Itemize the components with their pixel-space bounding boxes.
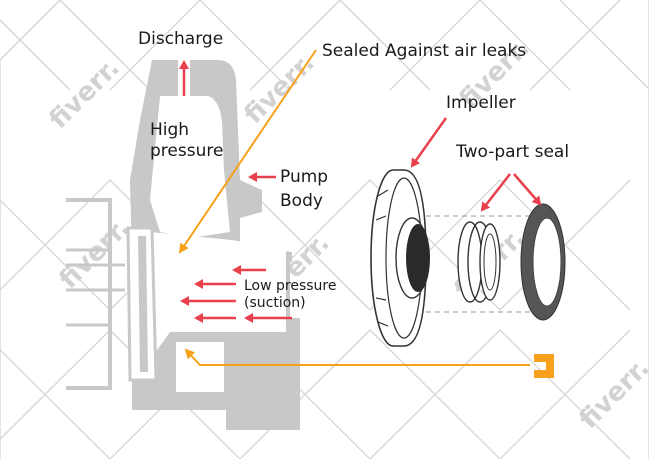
sealed-label: Sealed Against air leaks — [322, 41, 527, 61]
watermark-logo: fiverr. — [44, 53, 126, 135]
low-pressure-label-line2: (suction) — [244, 295, 306, 311]
watermark-logo: fiverr. — [574, 353, 649, 435]
projection-lines — [426, 215, 546, 313]
impeller-label: Impeller — [446, 93, 516, 113]
ring-seal — [520, 203, 566, 321]
spring-seal — [457, 221, 501, 303]
seal-arrow-spring — [480, 173, 511, 212]
high-pressure-label-line1: High — [150, 120, 190, 140]
low-pressure-label-line1: Low pressure — [244, 278, 337, 294]
pump-body-label-line2: Body — [280, 191, 323, 211]
two-part-seal-label: Two-part seal — [456, 142, 570, 162]
discharge-label: Discharge — [138, 29, 224, 49]
pump-body-label-line1: Pump — [280, 167, 329, 187]
watermark-logo: fiverr. — [54, 213, 136, 295]
impeller-arrow — [410, 117, 448, 168]
sealed-pointer-arrow — [178, 49, 317, 254]
seal-arrow-ring — [513, 173, 542, 206]
pump-body — [66, 60, 300, 430]
seal-crosssection-icon — [534, 354, 554, 378]
low-pressure-arrows — [180, 265, 292, 323]
high-pressure-label-line2: pressure — [150, 141, 224, 161]
seal-location-arrow — [184, 348, 530, 366]
impeller — [370, 169, 430, 347]
